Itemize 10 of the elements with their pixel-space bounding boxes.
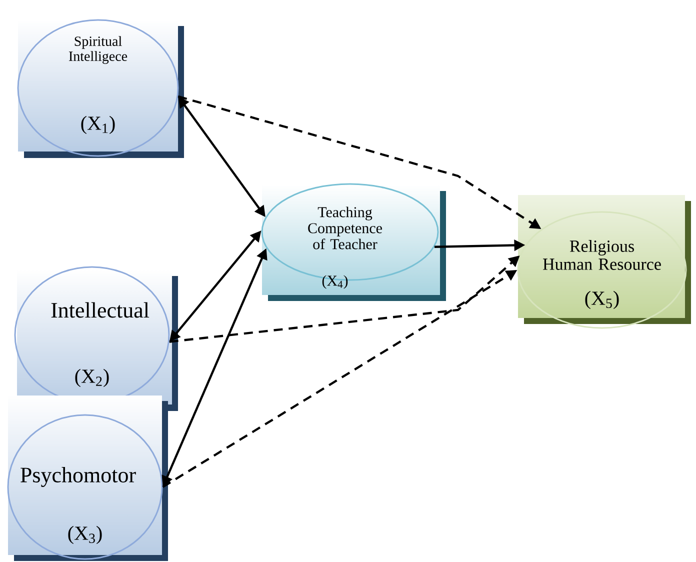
node-label: Religious Human Resource bbox=[543, 240, 661, 270]
node-label: Psychomotor bbox=[20, 466, 136, 487]
node-label: Intellectual bbox=[51, 302, 150, 318]
node-label: (X$_{2}$) bbox=[75, 368, 109, 388]
node-label: (X$_{1}$) bbox=[81, 116, 115, 134]
node-label: (X$_{3}$) bbox=[68, 526, 102, 544]
node-label: Spiritual Intelligece bbox=[68, 36, 128, 64]
node-label: (X$_{4}$) bbox=[322, 275, 348, 289]
node-label: Teaching Competence of Teacher bbox=[308, 206, 382, 250]
node-label: (X$_{5}$) bbox=[585, 290, 619, 310]
